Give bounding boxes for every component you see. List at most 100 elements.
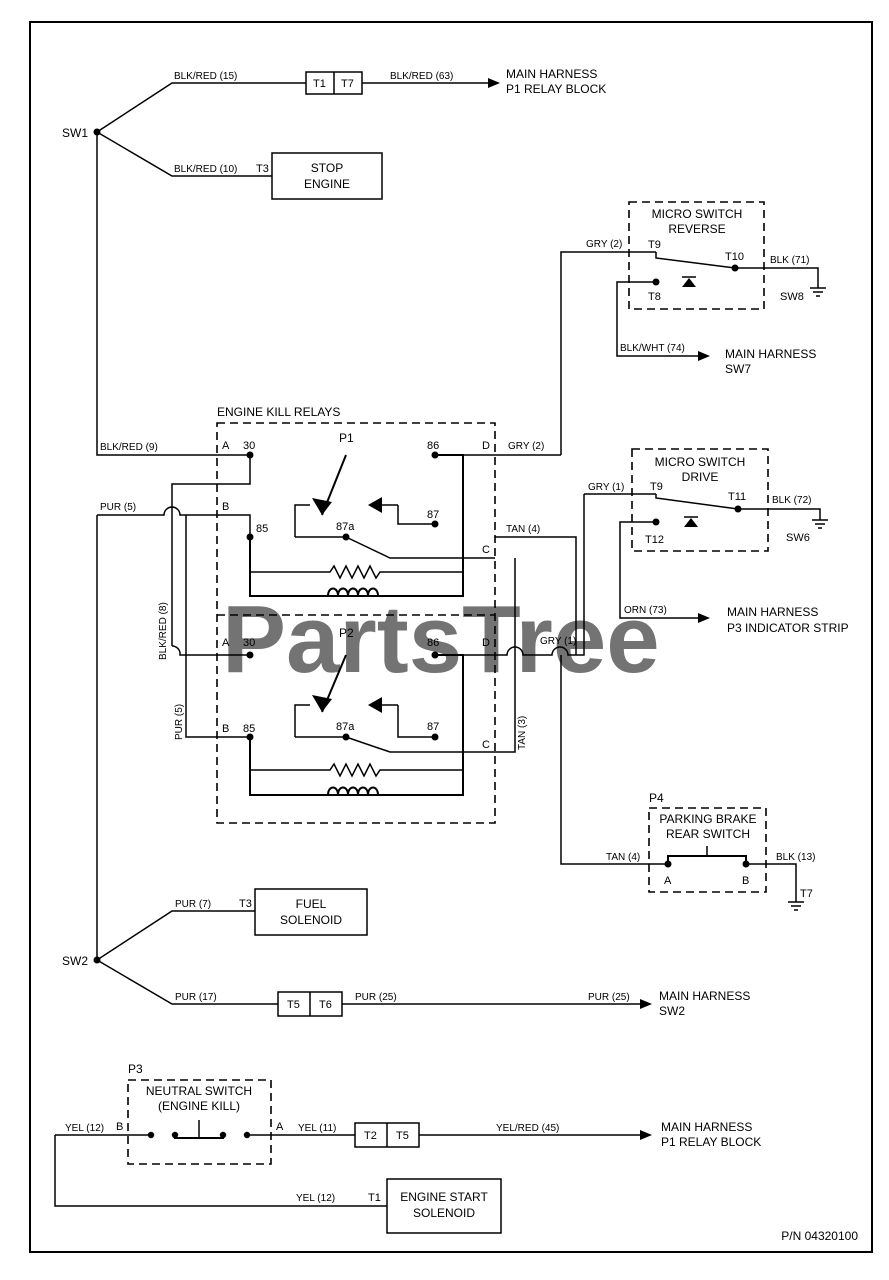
engine-start-label-2: SOLENOID	[413, 1206, 475, 1220]
p4-terminal-b: B	[742, 875, 749, 887]
dest-main-harness-sw2-2: SW2	[659, 1004, 685, 1018]
terminal-t12: T12	[645, 534, 664, 546]
fuel-solenoid-label-1: FUEL	[296, 897, 327, 911]
dest-main-harness-p3-2: P3 INDICATOR STRIP	[727, 621, 849, 635]
sw1-section: SW1 BLK/RED (15) T1 T7 BLK/RED (63) MAIN…	[62, 67, 606, 456]
wire-label-blk-72: BLK (72)	[772, 495, 811, 506]
neutral-switch-label-2: (ENGINE KILL)	[158, 1099, 240, 1113]
wire-label-pur-5-top: PUR (5)	[100, 502, 136, 513]
micro-switch-drive: MICRO SWITCH DRIVE T9 T12 T11 BLK (72) S…	[584, 448, 849, 635]
part-number: P/N 04320100	[781, 1229, 858, 1243]
stop-engine-label-1: STOP	[311, 161, 343, 175]
p1-terminal-30: 30	[243, 440, 255, 452]
fuel-solenoid-box	[254, 888, 368, 936]
wire-label-yel-12-left: YEL (12)	[65, 1123, 104, 1134]
terminal-t1: T1	[313, 78, 326, 90]
p1-terminal-d: D	[482, 440, 490, 452]
p4-terminal-a: A	[664, 875, 672, 887]
p2-terminal-c: C	[482, 739, 490, 751]
wire-label-tan-4-relay: TAN (4)	[506, 524, 540, 535]
wire-label-pur-25-a: PUR (25)	[355, 992, 397, 1003]
dest-main-harness-p1-top-1: MAIN HARNESS	[506, 67, 597, 81]
p1-terminal-c: C	[482, 544, 490, 556]
watermark: PartsTree	[222, 586, 660, 693]
dest-main-harness-p1-top-2: P1 RELAY BLOCK	[506, 82, 606, 96]
terminal-t7-brake: T7	[800, 888, 813, 900]
micro-drive-label-1: MICRO SWITCH	[655, 455, 746, 469]
p1-terminal-85: 85	[256, 523, 268, 535]
p1-terminal-87a: 87a	[336, 521, 355, 533]
terminal-t6: T6	[319, 999, 332, 1011]
terminal-t7: T7	[341, 78, 354, 90]
terminal-t10: T10	[725, 251, 744, 263]
engine-kill-relays-label: ENGINE KILL RELAYS	[217, 405, 340, 419]
p3-terminal-a: A	[276, 1121, 284, 1133]
terminal-t3-stop: T3	[256, 163, 269, 175]
parking-brake-label-2: REAR SWITCH	[666, 827, 750, 841]
p2-terminal-86: 86	[427, 637, 439, 649]
relay-p1-label: P1	[339, 431, 354, 445]
p4-label: P4	[649, 791, 664, 805]
terminal-t1-start: T1	[368, 1192, 381, 1204]
wire-label-blk-red-15: BLK/RED (15)	[174, 71, 237, 82]
terminal-t5-b: T5	[396, 1130, 409, 1142]
p1-terminal-b: B	[222, 501, 229, 513]
p1-terminal-87: 87	[427, 509, 439, 521]
stop-engine-box	[271, 152, 383, 200]
p2-terminal-30: 30	[243, 637, 255, 649]
p2-terminal-b: B	[222, 723, 229, 735]
terminal-t8-rev: T8	[648, 291, 661, 303]
parking-brake-switch: P4 PARKING BRAKE REAR SWITCH A B TAN (4)…	[606, 791, 815, 911]
p2-terminal-d: D	[482, 637, 490, 649]
wire-label-gry-2-relay: GRY (2)	[508, 441, 544, 452]
terminal-t9-drive: T9	[650, 481, 663, 493]
micro-reverse-label-2: REVERSE	[668, 222, 725, 236]
micro-switch-reverse: MICRO SWITCH REVERSE T9 T8 T10 BLK (71) …	[560, 201, 826, 455]
wire-label-pur-25-b: PUR (25)	[588, 992, 630, 1003]
stop-engine-label-2: ENGINE	[304, 177, 350, 191]
p2-terminal-85: 85	[243, 723, 255, 735]
diagram-border	[29, 21, 873, 1253]
wire-label-yel-12-bottom: YEL (12)	[296, 1193, 335, 1204]
terminal-t2: T2	[364, 1130, 377, 1142]
terminal-t3-fuel: T3	[239, 898, 252, 910]
wire-label-tan-3: TAN (3)	[517, 716, 528, 750]
terminal-t5: T5	[287, 999, 300, 1011]
wire-label-pur-7: PUR (7)	[175, 899, 211, 910]
dest-main-harness-sw7-1: MAIN HARNESS	[725, 347, 816, 361]
engine-kill-relays: ENGINE KILL RELAYS P1 A 30 86 D B 85 87a…	[97, 405, 585, 824]
p1-terminal-86: 86	[427, 440, 439, 452]
fuel-solenoid-label-2: SOLENOID	[280, 913, 342, 927]
wire-label-pur-17: PUR (17)	[175, 992, 217, 1003]
wire-label-blk-wht-74: BLK/WHT (74)	[620, 343, 685, 354]
wire-label-gry-1-top: GRY (1)	[588, 482, 624, 493]
wire-label-tan-4-brake: TAN (4)	[606, 852, 640, 863]
p3-terminal-b: B	[116, 1121, 123, 1133]
p2-terminal-87: 87	[427, 721, 439, 733]
terminal-t11: T11	[728, 491, 746, 503]
ground-sw6: SW6	[786, 532, 810, 544]
wire-label-blk-red-10: BLK/RED (10)	[174, 164, 237, 175]
dest-main-harness-sw2-1: MAIN HARNESS	[659, 989, 750, 1003]
p3-label: P3	[128, 1062, 143, 1076]
parking-brake-label-1: PARKING BRAKE	[659, 812, 756, 826]
dest-main-harness-p3-1: MAIN HARNESS	[727, 605, 818, 619]
wire-label-blk-red-63: BLK/RED (63)	[390, 71, 453, 82]
wire-label-yel-red-45: YEL/RED (45)	[496, 1123, 559, 1134]
sw2-label: SW2	[62, 954, 88, 968]
neutral-switch-label-1: NEUTRAL SWITCH	[146, 1084, 252, 1098]
wire-label-gry-2-top: GRY (2)	[586, 239, 622, 250]
wire-label-blk-red-8: BLK/RED (8)	[158, 602, 169, 660]
micro-drive-label-2: DRIVE	[682, 470, 719, 484]
sw1-label: SW1	[62, 126, 88, 140]
wire-label-gry-1-mid: GRY (1)	[540, 636, 576, 647]
wire-label-blk-13: BLK (13)	[776, 852, 815, 863]
micro-reverse-label-1: MICRO SWITCH	[652, 207, 743, 221]
dest-main-harness-p1-bottom-2: P1 RELAY BLOCK	[661, 1135, 761, 1149]
ground-sw8: SW8	[780, 291, 804, 303]
wire-label-blk-71: BLK (71)	[770, 255, 809, 266]
p1-terminal-a: A	[222, 440, 230, 452]
engine-start-solenoid-box	[386, 1178, 502, 1234]
neutral-switch: P3 NEUTRAL SWITCH (ENGINE KILL) B A YEL …	[54, 1062, 761, 1234]
dest-main-harness-sw7-2: SW7	[725, 362, 751, 376]
